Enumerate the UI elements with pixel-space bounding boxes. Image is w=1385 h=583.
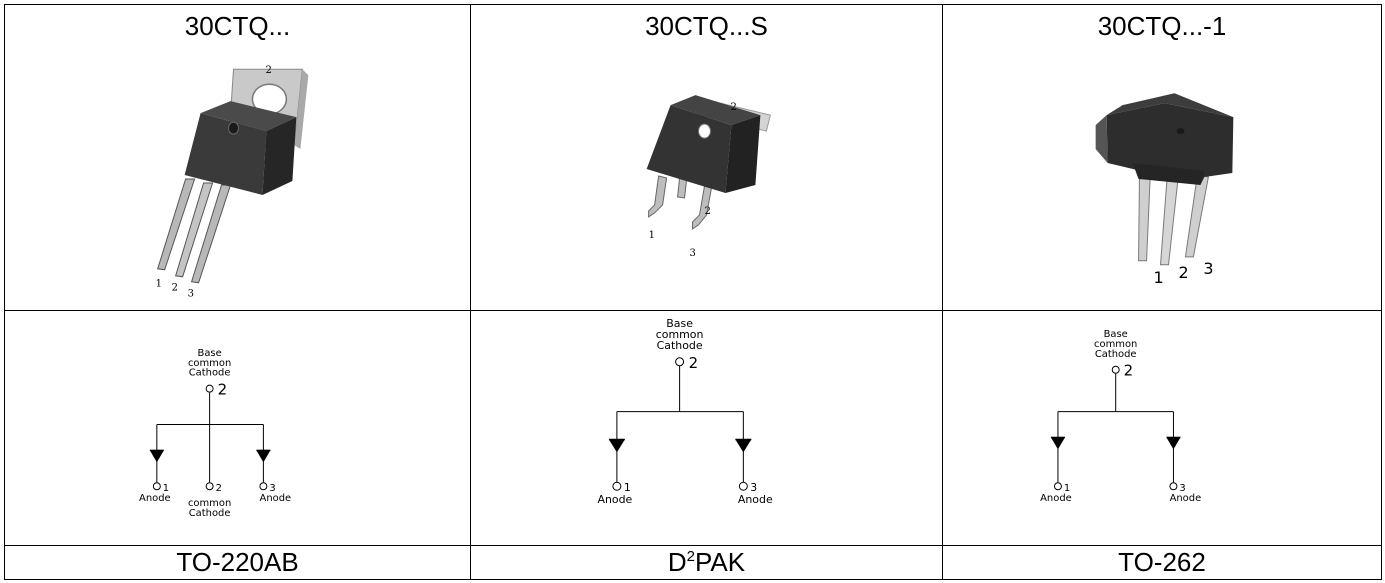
pin-number: 1 <box>163 483 169 494</box>
pin-label: Cathode <box>189 508 231 519</box>
pin-label: 1 <box>649 230 655 241</box>
base-label: Base <box>666 317 693 330</box>
pin-label: 2 <box>1178 263 1188 282</box>
pin-label: Anode <box>260 493 292 504</box>
package-name-tail: PAK <box>695 547 746 577</box>
pin-number: 1 <box>1064 483 1070 494</box>
cell-to220-name: TO-220AB <box>4 545 471 580</box>
to220-schematic: Base common Cathode 2 1 2 3 Anode <box>139 348 292 519</box>
pin-label: 2 <box>705 206 711 217</box>
cell-d2pak-photo: 30CTQ...S 2 1 2 3 <box>470 4 943 311</box>
to220-package-image <box>157 68 309 284</box>
base-label: common <box>1094 339 1137 350</box>
part-photo-row: 30CTQ... 2 1 2 <box>4 4 1382 311</box>
pin-label: Anode <box>738 493 773 506</box>
to262-schematic: Base common Cathode 2 1 3 Anode Anode <box>1040 329 1202 504</box>
to262-pin-labels: 1 2 3 <box>1154 259 1214 287</box>
cell-d2pak-name: D2PAK <box>470 545 943 580</box>
to262-package-image <box>1095 93 1234 266</box>
part-number: 30CTQ... <box>184 11 291 41</box>
package-table: 30CTQ... 2 1 2 <box>4 4 1382 580</box>
cell-to262-photo: 30CTQ...-1 1 2 3 <box>942 4 1382 311</box>
pin-number: 2 <box>218 381 228 399</box>
pin-label: Anode <box>1170 493 1202 504</box>
package-name-superscript: 2 <box>686 548 695 565</box>
pin-label: 1 <box>1154 268 1164 287</box>
cell-to220-schematic: Base common Cathode 2 1 2 3 Anode <box>4 310 471 546</box>
base-label: Cathode <box>1095 349 1137 360</box>
pin-number: 2 <box>689 354 699 372</box>
pin-label: Anode <box>139 493 171 504</box>
to220-pin-labels: 2 1 2 3 <box>156 65 272 300</box>
pin-number: 2 <box>1124 362 1134 380</box>
pin-number: 3 <box>269 483 275 494</box>
cell-d2pak-schematic: Base common Cathode 2 1 3 Anode Anode <box>470 310 943 546</box>
schematic-row: Base common Cathode 2 1 2 3 Anode <box>4 310 1382 546</box>
cell-to262-name: TO-262 <box>942 545 1382 580</box>
package-name-row: TO-220AB D2PAK TO-262 <box>4 545 1382 580</box>
pin-label: 2 <box>172 283 178 294</box>
pin-number: 1 <box>624 481 631 494</box>
pin-label: 3 <box>690 248 696 259</box>
d2pak-pin-labels: 2 1 2 3 <box>649 102 737 259</box>
pin-label: Anode <box>598 493 633 506</box>
pin-label: 3 <box>188 289 194 300</box>
pin-label: Anode <box>1040 493 1072 504</box>
pin-number: 3 <box>1179 483 1185 494</box>
d2pak-package-image <box>646 95 771 230</box>
base-label: Base <box>1104 329 1128 340</box>
base-label: Cathode <box>657 339 703 352</box>
pin-number: 2 <box>216 483 222 494</box>
pin-label: 3 <box>1203 259 1213 278</box>
d2pak-schematic: Base common Cathode 2 1 3 Anode Anode <box>598 317 773 506</box>
pin-label: 2 <box>730 102 736 113</box>
package-name: TO-262 <box>1118 547 1206 577</box>
cell-to262-schematic: Base common Cathode 2 1 3 Anode Anode <box>942 310 1382 546</box>
pin-number: 3 <box>750 481 757 494</box>
pin-label: common <box>188 498 231 509</box>
part-number: 30CTQ...-1 <box>1097 11 1227 41</box>
pin-label: 1 <box>156 279 162 290</box>
part-number: 30CTQ...S <box>645 11 768 41</box>
package-name: D2PAK <box>471 546 942 578</box>
base-label: Base <box>198 348 222 359</box>
base-label: common <box>656 328 704 341</box>
base-label: common <box>188 358 231 369</box>
cell-to220-photo: 30CTQ... 2 1 2 <box>4 4 471 311</box>
package-name-main: D <box>667 547 687 577</box>
pin-label: 2 <box>265 65 271 76</box>
base-label: Cathode <box>189 368 231 379</box>
package-name: TO-220AB <box>176 547 299 577</box>
